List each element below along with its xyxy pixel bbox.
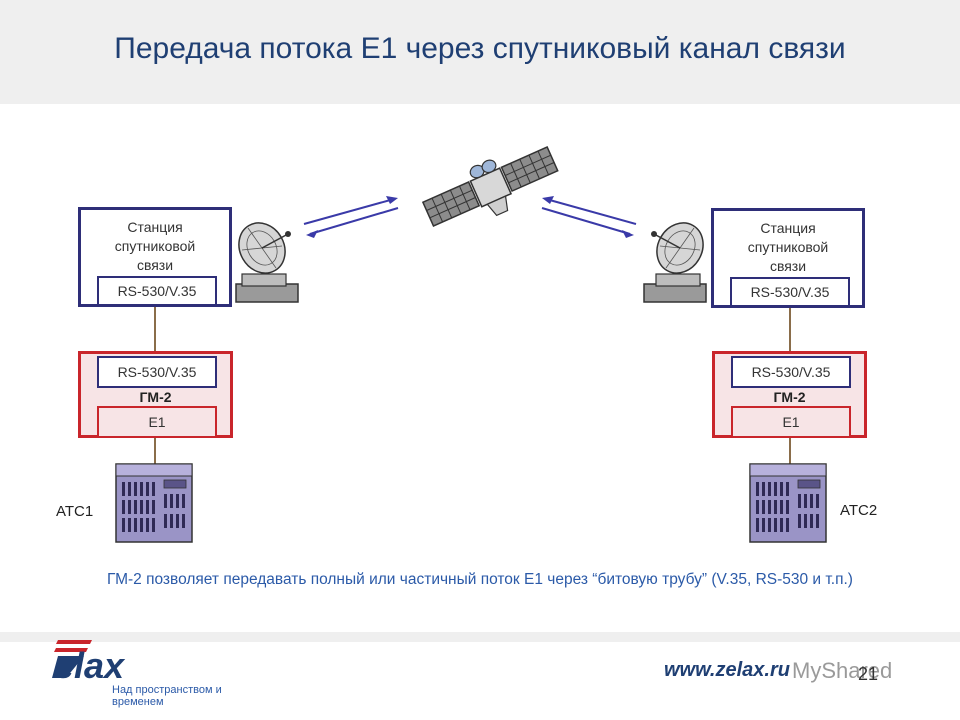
satellite-dish-icon [235,222,299,303]
right-gm-interface: RS-530/V.35 [731,356,851,388]
footer-band [0,632,960,642]
signal-arrows-right [541,196,637,238]
left-gm-interface: RS-530/V.35 [97,356,217,388]
left-gm-name: ГМ-2 [139,389,172,405]
right-gm-e1: Е1 [731,406,851,438]
satellite-dish-icon [643,222,707,303]
left-gm-e1: Е1 [97,406,217,438]
satellite-icon [421,145,559,228]
right-gm2-device: RS-530/V.35 ГМ-2 Е1 [712,351,867,438]
zelax-logo: elax [52,640,126,684]
slide-title: Передача потока Е1 через спутниковый кан… [114,32,846,65]
left-satellite-station: Станция спутниковой связи RS-530/V.35 [78,207,232,307]
right-atc-label: АТС2 [840,502,878,519]
left-station-label: Станция спутниковой связи [114,219,196,273]
left-link-station-gm [154,307,156,353]
right-link-station-gm [789,308,791,353]
page-number: 21 [858,664,879,684]
signal-arrows-left [303,196,399,238]
right-satellite-station: Станция спутниковой связи RS-530/V.35 [711,208,865,308]
watermark: MyShared [792,658,893,683]
logo-tagline: Над пространством и временем [112,684,222,708]
right-station-interface: RS-530/V.35 [730,277,850,307]
left-gm2-device: RS-530/V.35 ГМ-2 Е1 [78,351,233,438]
website-link[interactable]: www.zelax.ru [664,659,790,681]
right-link-gm-atc [789,438,791,464]
server-rack-icon [749,463,827,543]
left-atc-label: АТС1 [56,503,94,520]
diagram-caption: ГМ-2 позволяет передавать полный или час… [107,571,853,588]
right-gm-name: ГМ-2 [773,389,806,405]
left-link-gm-atc [154,438,156,464]
server-rack-icon [115,463,193,543]
left-station-interface: RS-530/V.35 [97,276,217,306]
header-band [0,0,960,104]
right-station-label: Станция спутниковой связи [747,220,829,274]
